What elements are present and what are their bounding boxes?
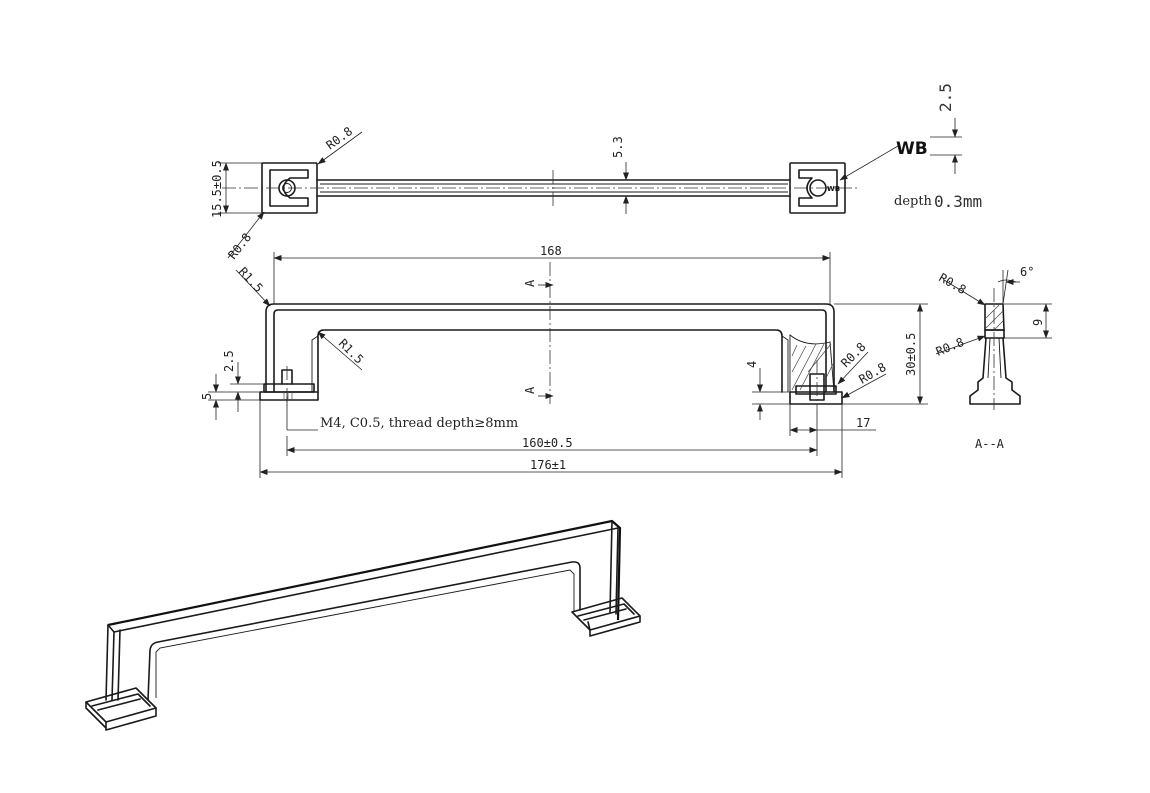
dim-4: 4 <box>745 361 759 368</box>
section-view: R0.8 R0.8 6° 9 A--A <box>934 265 1052 451</box>
front-view: A A 168 R1.5 R1.5 2.5 5 4 R0.8 R0. <box>200 244 928 478</box>
right-mount-top: WB <box>789 162 846 214</box>
section-label: A--A <box>975 437 1005 451</box>
section-dim-9: 9 <box>1031 319 1045 326</box>
section-label-top: A <box>523 279 537 287</box>
radius-outer-label: R1.5 <box>236 264 266 295</box>
isometric-view <box>85 519 641 731</box>
section-angle: 6° <box>1020 265 1034 279</box>
dim-engraving: 2.5 <box>936 83 955 112</box>
section-hatching <box>791 343 834 391</box>
dim-5: 5 <box>200 393 214 400</box>
engraving-mark-small: WB <box>827 185 840 193</box>
top-view: WB 15.5±0.5 5.3 R0.8 R0.8 WB 2.5 depth 0… <box>210 83 982 262</box>
iso-right-foot <box>571 597 641 637</box>
dim-17: 17 <box>856 416 870 430</box>
radius-a-label: R0.8 <box>838 340 868 370</box>
dim-168: 168 <box>540 244 562 258</box>
dim-2-5: 2.5 <box>222 350 236 372</box>
engraving-depth-label: depth <box>894 194 933 209</box>
dim-width-top: 15.5±0.5 <box>210 160 224 218</box>
handle-outline <box>265 303 835 393</box>
iso-left-foot <box>85 687 157 731</box>
section-radius-bottom: R0.8 <box>934 335 966 359</box>
right-foot <box>789 334 843 410</box>
section-label-bottom: A <box>523 386 537 394</box>
engraving-depth-value: 0.3mm <box>934 192 982 211</box>
dim-176: 176±1 <box>530 458 566 472</box>
left-foot <box>259 366 319 406</box>
radius-bottom-label: R0.8 <box>225 230 254 261</box>
section-radius-top: R0.8 <box>937 270 969 297</box>
dim-rod: 5.3 <box>611 136 625 158</box>
rod-top <box>222 170 860 206</box>
thread-note: M4, C0.5, thread depth≥8mm <box>320 416 518 431</box>
dim-height: 30±0.5 <box>904 333 918 376</box>
section-view-hatching <box>985 304 1004 331</box>
engraving-mark: WB <box>896 139 928 159</box>
dim-160: 160±0.5 <box>522 436 573 450</box>
radius-b-label: R0.8 <box>857 360 889 387</box>
